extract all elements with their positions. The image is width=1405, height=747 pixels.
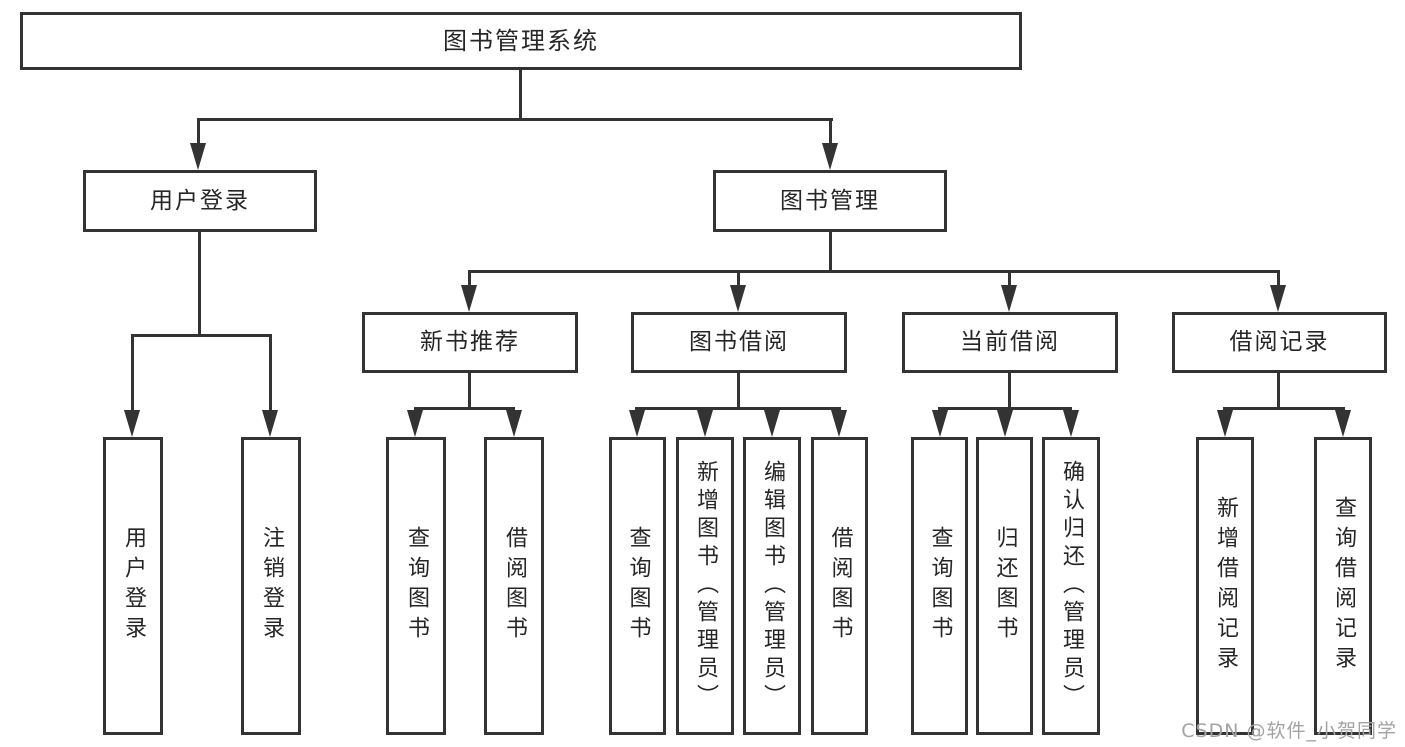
node-label: 新增借阅记录 bbox=[1213, 496, 1238, 676]
arrowhead-down-icon bbox=[124, 410, 140, 437]
connector-line bbox=[1223, 407, 1345, 410]
node-label: 借阅图书 bbox=[502, 526, 527, 646]
connector-line bbox=[468, 270, 1280, 273]
csdn-watermark: CSDN @软件_小贺同学 bbox=[1181, 720, 1397, 742]
connector-line bbox=[131, 334, 272, 337]
node-current-borrow: 当前借阅 bbox=[902, 312, 1118, 373]
node-label: 注销登录 bbox=[259, 526, 284, 646]
arrowhead-down-icon bbox=[764, 410, 780, 437]
arrowhead-down-icon bbox=[932, 410, 948, 437]
connector-line bbox=[635, 407, 841, 410]
connector-line bbox=[198, 232, 201, 336]
node-leaf-add-borrow-record: 新增借阅记录 bbox=[1196, 437, 1254, 735]
connector-line bbox=[737, 270, 740, 287]
node-root: 图书管理系统 bbox=[20, 12, 1022, 70]
node-label: 查询图书 bbox=[625, 526, 651, 646]
connector-line bbox=[829, 232, 832, 272]
node-label: 图书管理 bbox=[780, 187, 880, 214]
arrowhead-down-icon bbox=[629, 410, 645, 437]
arrowhead-down-icon bbox=[1335, 410, 1351, 437]
node-label: 归还图书 bbox=[992, 526, 1018, 646]
connector-line bbox=[131, 334, 134, 412]
node-label: 用户登录 bbox=[150, 187, 250, 214]
node-label: 借阅记录 bbox=[1229, 329, 1330, 355]
arrowhead-down-icon bbox=[730, 285, 746, 312]
node-book-borrow: 图书借阅 bbox=[631, 312, 847, 373]
connector-line bbox=[414, 407, 515, 410]
node-book-management: 图书管理 bbox=[713, 170, 947, 232]
connector-line bbox=[1008, 270, 1011, 287]
node-borrow-records: 借阅记录 bbox=[1172, 312, 1387, 373]
connector-line bbox=[197, 118, 833, 121]
arrowhead-down-icon bbox=[1217, 410, 1233, 437]
node-leaf-user-login: 用户登录 bbox=[103, 437, 163, 735]
node-label: 图书借阅 bbox=[689, 329, 789, 355]
node-label: 编辑图书（管理员） bbox=[760, 460, 785, 712]
node-leaf-edit-book: 编辑图书（管理员） bbox=[743, 437, 801, 735]
arrowhead-down-icon bbox=[262, 410, 278, 437]
arrowhead-down-icon bbox=[1270, 285, 1286, 312]
node-label: 新增图书（管理员） bbox=[693, 460, 718, 712]
node-label: 新书推荐 bbox=[420, 329, 520, 355]
arrowhead-down-icon bbox=[407, 410, 423, 437]
connector-line bbox=[737, 371, 740, 409]
node-leaf-logout: 注销登录 bbox=[241, 437, 301, 735]
node-label: 查询图书 bbox=[404, 526, 429, 646]
arrowhead-down-icon bbox=[1001, 285, 1017, 312]
arrowhead-down-icon bbox=[190, 143, 206, 170]
connector-line bbox=[1277, 371, 1280, 409]
connector-line bbox=[829, 118, 832, 146]
node-leaf-confirm-return: 确认归还（管理员） bbox=[1042, 437, 1100, 735]
connector-line bbox=[468, 270, 471, 287]
node-leaf-query-book-1: 查询图书 bbox=[386, 437, 446, 735]
connector-line bbox=[468, 371, 471, 409]
connector-line bbox=[938, 407, 1072, 410]
node-leaf-query-borrow-record: 查询借阅记录 bbox=[1314, 437, 1372, 735]
connector-line bbox=[269, 334, 272, 412]
node-leaf-query-book-3: 查询图书 bbox=[911, 437, 968, 735]
node-label: 图书管理系统 bbox=[443, 27, 599, 55]
node-label: 当前借阅 bbox=[960, 329, 1060, 355]
arrowhead-down-icon bbox=[506, 410, 522, 437]
arrowhead-down-icon bbox=[997, 410, 1013, 437]
node-new-book-recommend: 新书推荐 bbox=[362, 312, 578, 373]
connector-line bbox=[1277, 270, 1280, 287]
arrowhead-down-icon bbox=[461, 285, 477, 312]
node-user-login: 用户登录 bbox=[83, 170, 317, 232]
node-leaf-return-book: 归还图书 bbox=[976, 437, 1033, 735]
node-label: 确认归还（管理员） bbox=[1059, 460, 1084, 712]
node-leaf-query-book-2: 查询图书 bbox=[609, 437, 666, 735]
node-label: 用户登录 bbox=[121, 526, 146, 646]
arrowhead-down-icon bbox=[831, 410, 847, 437]
node-leaf-borrow-book-2: 借阅图书 bbox=[811, 437, 868, 735]
connector-line bbox=[1008, 371, 1011, 409]
connector-line bbox=[197, 118, 200, 146]
arrowhead-down-icon bbox=[697, 410, 713, 437]
arrowhead-down-icon bbox=[822, 143, 838, 170]
node-leaf-borrow-book-1: 借阅图书 bbox=[484, 437, 544, 735]
connector-line bbox=[519, 70, 522, 118]
node-label: 借阅图书 bbox=[827, 526, 853, 646]
arrowhead-down-icon bbox=[1063, 410, 1079, 437]
node-leaf-add-book: 新增图书（管理员） bbox=[676, 437, 734, 735]
node-label: 查询借阅记录 bbox=[1331, 496, 1356, 676]
node-label: 查询图书 bbox=[927, 526, 953, 646]
